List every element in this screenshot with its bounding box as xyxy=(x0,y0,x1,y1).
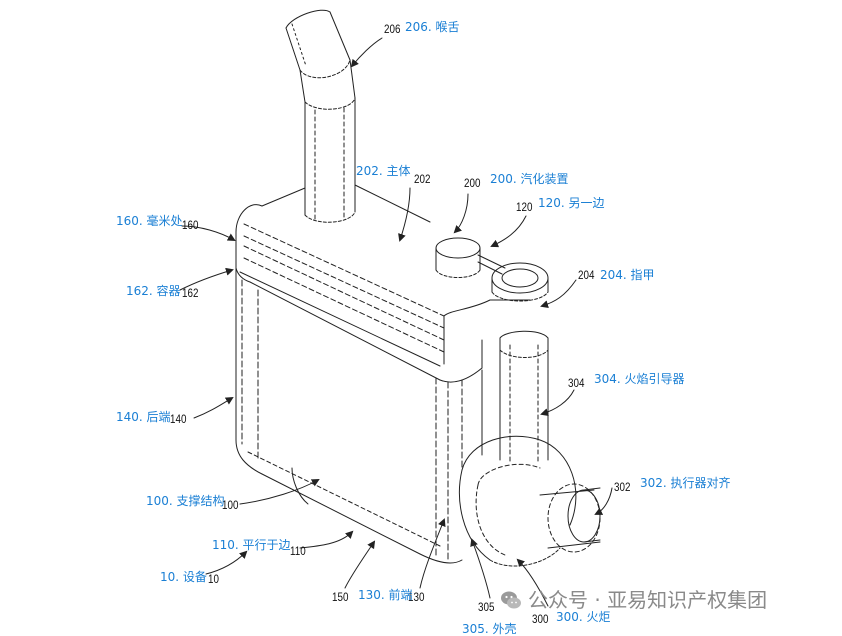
caption-100: 100. 支撑结构 xyxy=(146,494,225,508)
caption-110: 110. 平行于边 xyxy=(212,538,291,552)
caption-130: 130. 前端 xyxy=(358,588,413,602)
caption-120: 120. 另一边 xyxy=(538,196,605,210)
ref-300: 300 xyxy=(532,612,549,626)
ref-302: 302 xyxy=(614,480,631,494)
caption-300: 300. 火炬 xyxy=(556,610,611,624)
wechat-icon xyxy=(501,591,521,609)
caption-206: 206. 喉舌 xyxy=(405,20,460,34)
support-structure-drawing xyxy=(235,267,483,564)
ref-160: 160 xyxy=(182,218,199,232)
nail-drawing xyxy=(491,262,549,302)
body-top-drawing xyxy=(235,184,531,383)
ref-100: 100 xyxy=(222,498,239,512)
ref-120: 120 xyxy=(516,200,533,214)
actuator-drawing xyxy=(567,487,601,543)
torch-drawing xyxy=(459,435,601,567)
caption-10: 10. 设备 xyxy=(160,570,207,584)
leader-lines xyxy=(179,37,613,607)
caption-302: 302. 执行器对齐 xyxy=(640,476,731,490)
ref-150: 150 xyxy=(332,590,349,604)
ref-305: 305 xyxy=(478,600,495,614)
caption-160: 160. 毫米处 xyxy=(116,214,183,228)
ref-130: 130 xyxy=(408,590,425,604)
caption-204: 204. 指甲 xyxy=(600,268,655,282)
vaporizer-drawing xyxy=(435,237,506,278)
ref-140: 140 xyxy=(170,412,187,426)
ref-200: 200 xyxy=(464,176,481,190)
caption-304: 304. 火焰引导器 xyxy=(594,372,685,386)
ref-202: 202 xyxy=(414,172,431,186)
caption-202: 202. 主体 xyxy=(356,164,411,178)
ref-10: 10 xyxy=(208,572,219,586)
watermark-text: 公众号 · 亚易知识产权集团 xyxy=(528,588,768,612)
stem-drawing xyxy=(304,97,356,223)
ref-162: 162 xyxy=(182,286,199,300)
caption-140: 140. 后端 xyxy=(116,410,171,424)
mouthpiece-drawing xyxy=(285,9,356,110)
caption-162: 162. 容器 xyxy=(126,284,181,298)
flame-guide-drawing xyxy=(499,330,549,463)
ref-206: 206 xyxy=(384,22,401,36)
caption-200: 200. 汽化装置 xyxy=(490,172,569,186)
ref-304: 304 xyxy=(568,376,585,390)
ref-110: 110 xyxy=(290,544,306,558)
ref-204: 204 xyxy=(578,268,595,282)
caption-305: 305. 外壳 xyxy=(462,622,517,636)
